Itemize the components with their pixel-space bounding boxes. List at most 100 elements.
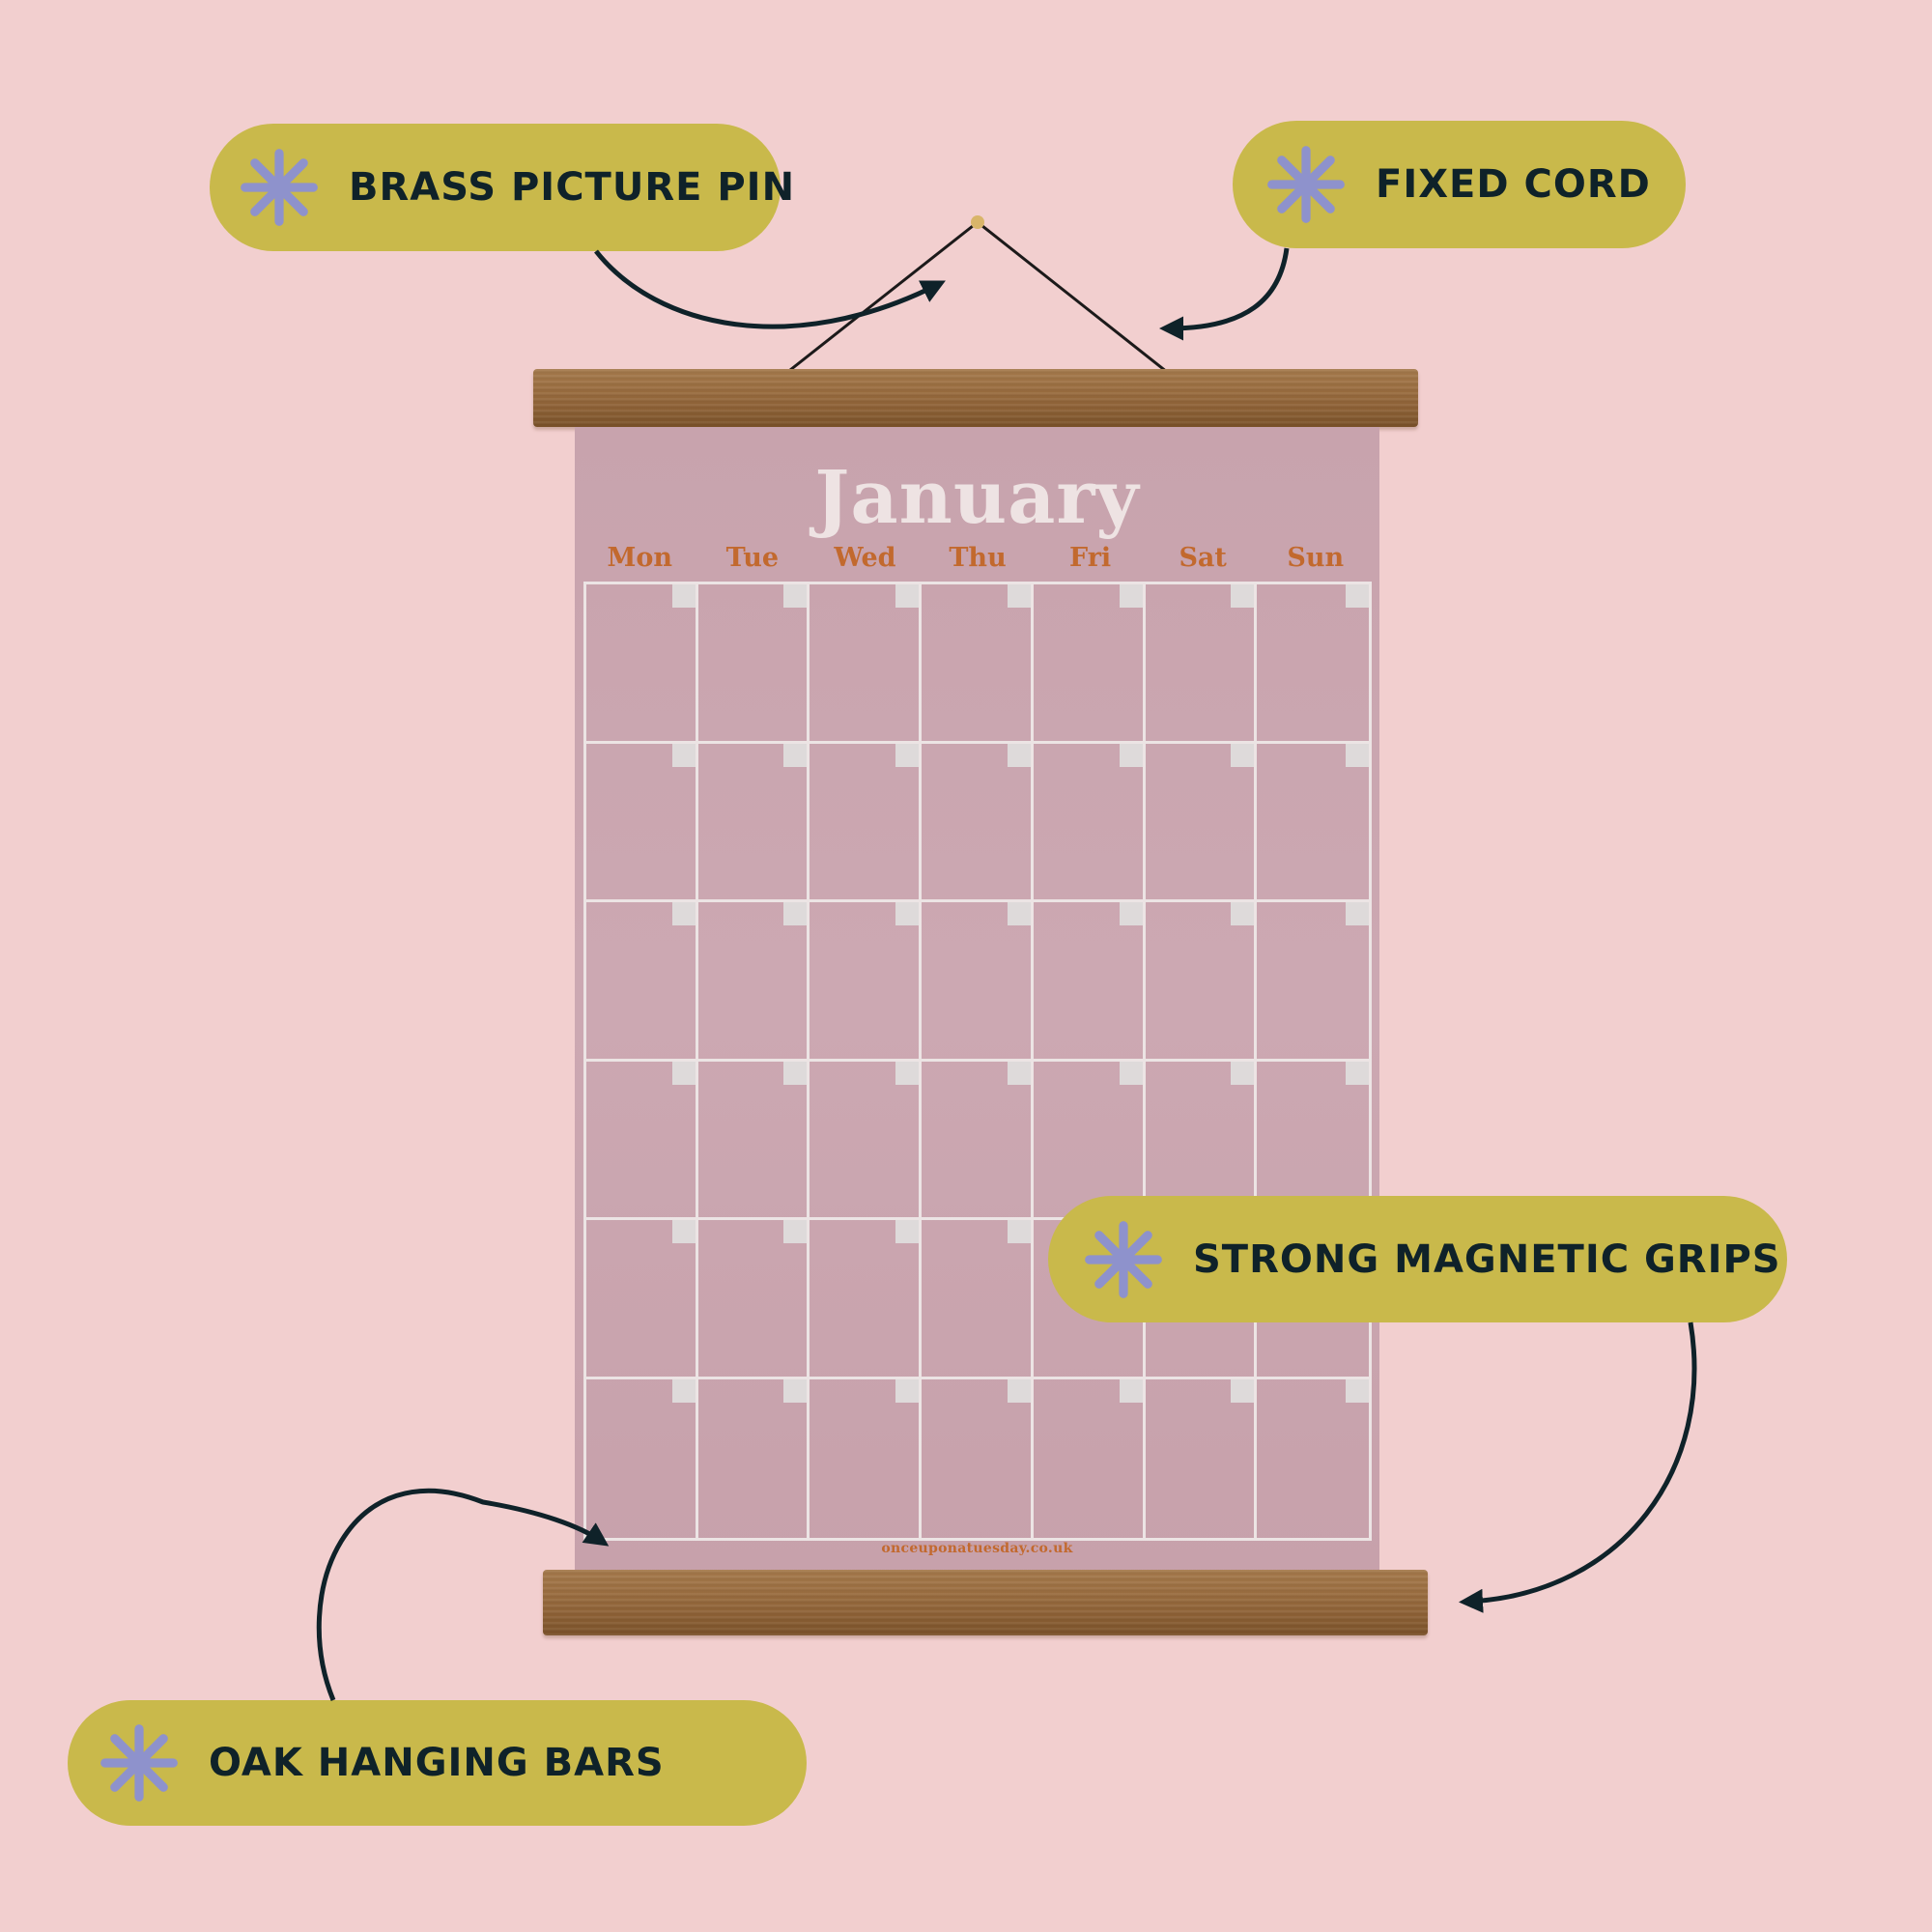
date-box: [1231, 743, 1255, 767]
calendar-day-cell: [1257, 584, 1369, 744]
day-label: Tue: [725, 543, 780, 573]
date-box: [671, 743, 696, 767]
date-box: [895, 1220, 920, 1243]
arrow-to-oak-bars: [316, 1488, 610, 1701]
date-box: [895, 743, 920, 767]
calendar-day-cell: [1033, 743, 1146, 902]
date-box: [671, 1378, 696, 1403]
asterisk-icon: [100, 1724, 178, 1802]
calendar-day-cell: [1145, 902, 1258, 1062]
date-box: [1007, 743, 1031, 767]
asterisk-icon: [1085, 1220, 1162, 1298]
calendar-day-cell: [586, 1378, 698, 1538]
bottom-oak-bar: [543, 1570, 1428, 1635]
date-box: [1119, 743, 1143, 767]
asterisk-icon: [1267, 146, 1345, 223]
calendar-day-cell: [922, 1220, 1034, 1379]
date-box: [1231, 902, 1255, 925]
date-box: [895, 1061, 920, 1085]
calendar-day-cell: [586, 902, 698, 1062]
date-box: [895, 902, 920, 925]
calendar-day-cell: [810, 584, 923, 744]
calendar-day-cell: [586, 1220, 698, 1379]
calendar-day-cell: [697, 1061, 810, 1220]
top-oak-bar: [533, 369, 1418, 427]
callout-label: FIXED CORD: [1376, 162, 1651, 207]
callout-label: STRONG MAGNETIC GRIPS: [1193, 1236, 1781, 1282]
calendar-day-cell: [810, 1061, 923, 1220]
calendar-day-cell: [1145, 584, 1258, 744]
callout-strong-magnetic-grips: STRONG MAGNETIC GRIPS: [1048, 1196, 1787, 1322]
calendar-grid: [583, 582, 1372, 1541]
arrow-to-fixed-cord: [1159, 247, 1290, 341]
date-box: [1007, 902, 1031, 925]
day-label: Sat: [1179, 543, 1227, 573]
date-box: [783, 902, 808, 925]
date-box: [783, 1220, 808, 1243]
date-box: [1119, 584, 1143, 608]
calendar-day-cell: [810, 1378, 923, 1538]
calendar-day-cell: [810, 902, 923, 1062]
day-label: Fri: [1069, 543, 1112, 573]
footer-url: onceuponatuesday.co.uk: [881, 1541, 1073, 1556]
date-box: [1007, 584, 1031, 608]
calendar-day-cell: [810, 743, 923, 902]
date-box: [783, 1378, 808, 1403]
cord-left: [789, 220, 979, 372]
calendar-day-cell: [1146, 1378, 1258, 1538]
calendar-day-cell: [586, 584, 698, 744]
weekday-header: Mon Tue Wed Thu Fri Sat Sun: [583, 543, 1372, 573]
date-box: [895, 1378, 920, 1403]
date-box: [1231, 584, 1255, 608]
cord-right: [977, 220, 1168, 374]
date-box: [1231, 1061, 1255, 1085]
calendar-day-cell: [1257, 902, 1369, 1062]
calendar-day-cell: [1033, 584, 1146, 744]
date-box: [1119, 1378, 1143, 1403]
day-label: Thu: [949, 543, 1007, 573]
date-box: [1007, 1378, 1031, 1403]
calendar-day-cell: [698, 1378, 810, 1538]
date-box: [671, 1061, 696, 1085]
date-box: [895, 584, 920, 608]
date-box: [671, 902, 696, 925]
date-box: [1231, 1378, 1255, 1403]
calendar-day-cell: [922, 1061, 1034, 1220]
calendar-day-cell: [697, 1220, 810, 1379]
calendar-day-cell: [586, 1061, 698, 1220]
date-box: [783, 1061, 808, 1085]
calendar-poster: January Mon Tue Wed Thu Fri Sat Sun once…: [575, 427, 1379, 1571]
arrow-to-brass-pin: [594, 249, 946, 329]
calendar-day-cell: [922, 743, 1034, 902]
calendar-day-cell: [922, 902, 1034, 1062]
date-box: [1346, 1061, 1369, 1085]
month-title: January: [814, 454, 1140, 540]
calendar-day-cell: [697, 743, 810, 902]
arrow-to-magnetic-grips: [1459, 1321, 1697, 1613]
date-box: [1346, 902, 1369, 925]
date-box: [783, 584, 808, 608]
day-label: Wed: [834, 543, 896, 573]
callout-label: OAK HANGING BARS: [209, 1741, 665, 1785]
date-box: [1346, 1378, 1369, 1403]
date-box: [1346, 743, 1369, 767]
callout-oak-hanging-bars: OAK HANGING BARS: [68, 1700, 807, 1826]
date-box: [1346, 584, 1369, 608]
date-box: [1119, 1061, 1143, 1085]
date-box: [1007, 1061, 1031, 1085]
calendar-day-cell: [810, 1220, 923, 1379]
calendar-day-cell: [922, 584, 1034, 744]
asterisk-icon: [241, 149, 318, 226]
callout-fixed-cord: FIXED CORD: [1233, 121, 1686, 248]
calendar-day-cell: [1034, 1378, 1146, 1538]
calendar-day-cell: [1033, 902, 1146, 1062]
date-box: [671, 1220, 696, 1243]
date-box: [1007, 1220, 1031, 1243]
calendar-day-cell: [1145, 743, 1258, 902]
date-box: [783, 743, 808, 767]
calendar-day-cell: [1257, 1378, 1369, 1539]
calendar-day-cell: [586, 743, 698, 902]
calendar-day-cell: [1257, 743, 1369, 902]
calendar-day-cell: [922, 1378, 1034, 1538]
